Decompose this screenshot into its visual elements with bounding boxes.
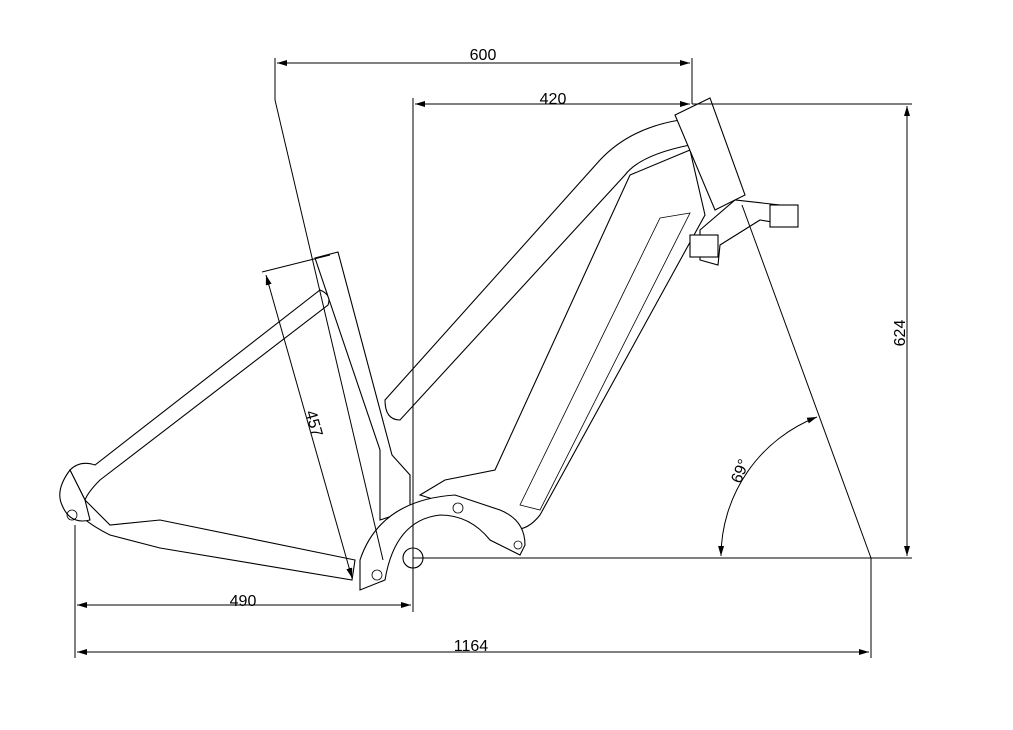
dropout-axle [66,509,78,521]
dimension-label: 600 [470,47,497,64]
motor-bolt [452,502,464,514]
dimension-label: 457 [301,409,325,439]
clamp-block [769,204,799,228]
motor-bolt [513,540,523,550]
dropout [59,468,91,522]
dimension-457: 457 [265,274,353,579]
dimension-label: 69° [728,457,753,486]
seat-tube [314,251,411,521]
bike-frame [59,97,799,591]
dimension-label: 624 [892,320,909,347]
dimension-head-angle: 69° [718,416,818,557]
dimension-600: 600 [277,47,690,66]
clamp-block [689,234,719,258]
motor-housing [359,494,526,591]
dimension-420: 420 [415,91,690,108]
construction-lines [74,58,912,658]
dimension-label: 490 [230,593,257,610]
chain-stay [79,498,356,581]
dimension-490: 490 [77,593,411,610]
dimension-1164: 1164 [77,638,869,655]
handlebar-clamp [699,199,791,266]
motor-bolt [371,569,383,581]
dimension-624: 624 [892,106,910,556]
battery [519,212,691,511]
seat-stay [69,289,330,502]
top-tube [384,119,691,421]
dimension-label: 1164 [454,638,489,655]
dimension-label: 420 [540,91,567,108]
